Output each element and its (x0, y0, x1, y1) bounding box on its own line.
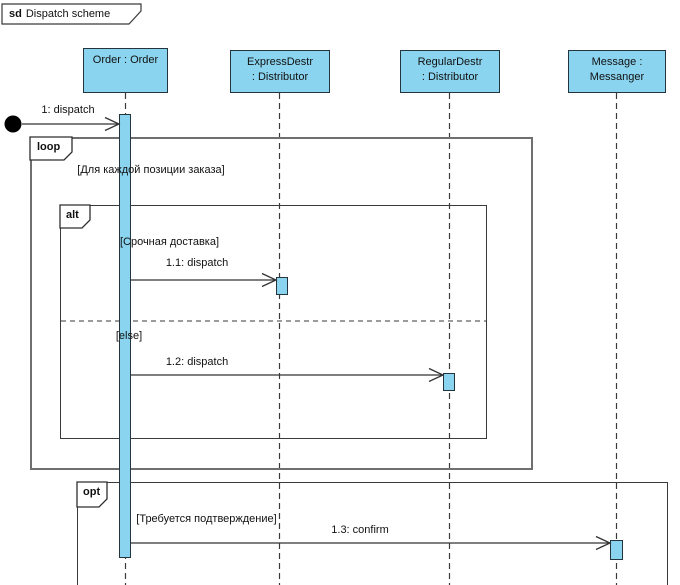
alt-fragment-frame (60, 205, 487, 439)
message-1-open-arrowhead-icon (104, 116, 121, 132)
opt-fragment-frame (77, 482, 668, 585)
initial-node-icon (4, 115, 22, 133)
message-1-2-open-arrowhead-icon (428, 367, 445, 383)
lifeline-head-expressdestr: ExpressDestr : Distributor (230, 50, 330, 93)
lifeline-label-line2: : Distributor (251, 71, 309, 83)
lifeline-label-line2: : Distributor (421, 71, 479, 83)
lifeline-label-line2: Messanger (589, 71, 645, 83)
loop-guard-label: [Для каждой позиции заказа] (77, 164, 225, 176)
opt-operator-pentagon (76, 481, 108, 508)
alt-guard1-label: [Срочная доставка] (119, 236, 220, 248)
lifeline-label-line1: Order : Order (92, 54, 159, 66)
opt-operator-label: opt (83, 486, 101, 498)
frame-title-text: Dispatch scheme (25, 8, 111, 20)
lifeline-head-message: Message : Messanger (568, 50, 666, 93)
expressdestr-activation-bar (276, 277, 288, 295)
alt-operator-pentagon (59, 204, 91, 229)
lifeline-label-line1: RegularDestr (417, 56, 483, 68)
message-1-1-label: 1.1: dispatch (165, 257, 229, 269)
frame-keyword: sd (9, 8, 22, 20)
message-1-label: 1: dispatch (41, 104, 95, 116)
alt-operator-label: alt (66, 209, 79, 221)
message-1-3-label: 1.3: confirm (331, 524, 389, 536)
sd-frame-tab-shape (1, 3, 142, 25)
message-1-3-open-arrowhead-icon (595, 535, 612, 551)
opt-guard-label: [Требуется подтверждение] (136, 513, 277, 525)
regulardestr-activation-bar (443, 373, 455, 391)
message-1-2-label: 1.2: dispatch (165, 356, 229, 368)
loop-operator-pentagon (29, 136, 73, 161)
message-activation-bar (610, 540, 623, 560)
loop-fragment-frame (30, 137, 533, 470)
message-1-1-open-arrowhead-icon (261, 272, 278, 288)
lifeline-label-line1: ExpressDestr (246, 56, 314, 68)
lifeline-head-regulardestr: RegularDestr : Distributor (400, 50, 500, 93)
lifeline-label-line1: Message : (591, 56, 643, 68)
lifeline-head-order: Order : Order (83, 48, 168, 93)
alt-guard2-label: [else] (115, 330, 143, 342)
order-activation-bar (119, 114, 131, 558)
loop-operator-label: loop (37, 141, 61, 153)
